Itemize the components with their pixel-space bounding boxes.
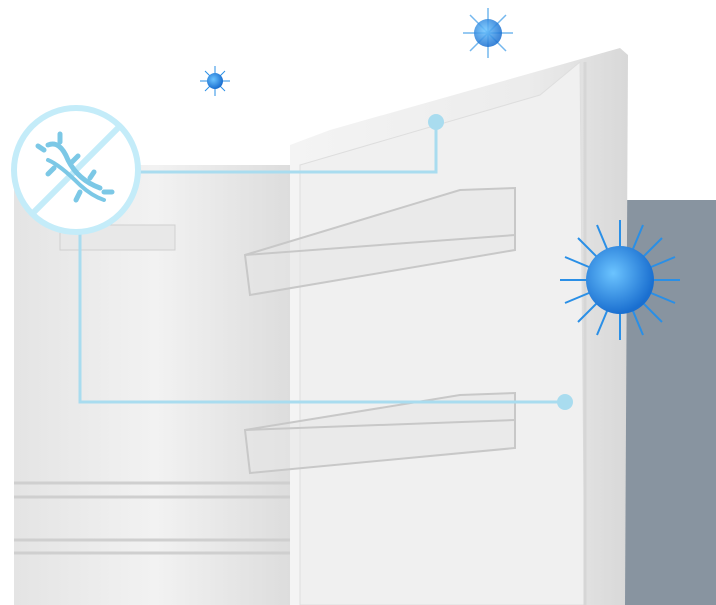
virus-icon bbox=[463, 8, 513, 58]
virus-icon bbox=[200, 66, 230, 96]
callout-lines bbox=[78, 122, 565, 404]
shelves bbox=[14, 481, 290, 555]
callout-dot-upper bbox=[428, 114, 444, 130]
callout-dot-lower bbox=[557, 394, 573, 410]
door-bin-upper bbox=[243, 186, 516, 297]
virus-icon bbox=[560, 220, 680, 340]
no-bacteria-icon bbox=[11, 105, 141, 235]
